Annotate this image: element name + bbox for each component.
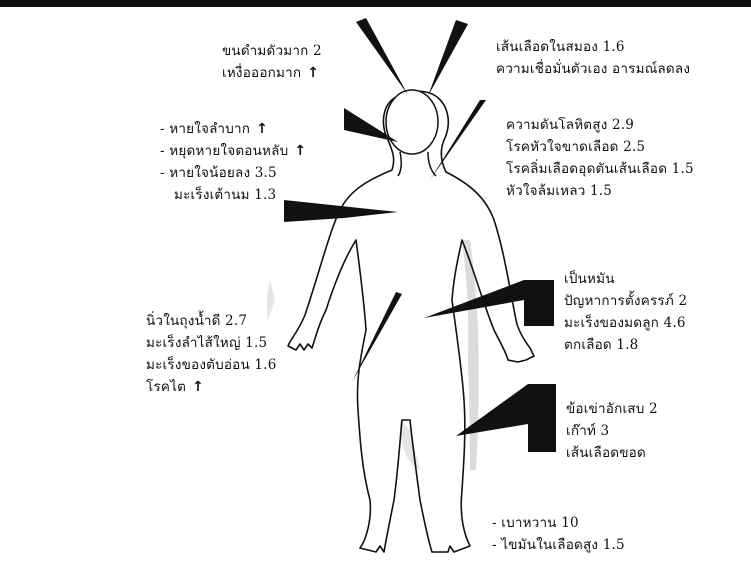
pointer-heart bbox=[430, 100, 486, 180]
label-joints: ข้อเข่าอักเสบ 2 เก๊าท์ 3 เส้นเลือดขอด bbox=[566, 398, 658, 464]
label-skin: ขนดำมดัวมาก 2 เหงื่อออกมาก↑ bbox=[222, 40, 322, 84]
label-metabolic: เบาหวาน 10 ไขมันในเลือดสูง 1.5 bbox=[492, 512, 625, 556]
label-lungs: หายใจลำบาก↑ หยุดหายใจตอนหลับ↑ หายใจน้อยล… bbox=[160, 118, 306, 206]
neck-outline bbox=[398, 152, 436, 176]
human-body-outline bbox=[288, 91, 534, 552]
label-line: ตกเลือด 1.8 bbox=[564, 334, 687, 356]
label-line: เบาหวาน 10 bbox=[492, 512, 625, 534]
label-digestive: นิ่วในถุงน้ำดี 2.7 มะเร็งลำไส้ใหญ่ 1.5 ม… bbox=[146, 310, 276, 398]
label-line: หัวใจล้มเหลว 1.5 bbox=[506, 180, 694, 202]
label-line: ขนดำมดัวมาก 2 bbox=[222, 40, 322, 62]
up-arrow-icon: ↑ bbox=[307, 65, 319, 81]
label-line: เหงื่อออกมาก↑ bbox=[222, 62, 322, 84]
label-line: หายใจน้อยลง 3.5 bbox=[160, 162, 306, 184]
label-line: เป็นหมัน bbox=[564, 268, 687, 290]
up-arrow-icon: ↑ bbox=[192, 379, 204, 395]
pointer-brain-left bbox=[356, 18, 408, 95]
label-line: ไขมันในเลือดสูง 1.5 bbox=[492, 534, 625, 556]
label-line: ปัญหาการตั้งครรภ์ 2 bbox=[564, 290, 687, 312]
label-line: หายใจลำบาก↑ bbox=[160, 118, 306, 140]
label-line: มะเร็งเต้านม 1.3 bbox=[160, 184, 306, 206]
label-line: โรคลิ่มเลือดอุดตันเส้นเลือด 1.5 bbox=[506, 158, 694, 180]
pointer-digestive bbox=[352, 292, 402, 382]
label-line: โรคหัวใจขาดเลือด 2.5 bbox=[506, 136, 694, 158]
label-line: มะเร็งลำไส้ใหญ่ 1.5 bbox=[146, 332, 276, 354]
label-line: โรคไต↑ bbox=[146, 376, 276, 398]
label-line: เส้นเลือดในสมอง 1.6 bbox=[496, 36, 690, 58]
head-outline bbox=[386, 90, 438, 154]
label-line: ความเชื่อมั่นตัวเอง อารมณ์ลดลง bbox=[496, 58, 690, 80]
pointer-brain-right bbox=[428, 20, 468, 96]
shading-speckles bbox=[267, 240, 479, 470]
up-arrow-icon: ↑ bbox=[294, 143, 306, 159]
label-line: เก๊าท์ 3 bbox=[566, 420, 658, 442]
pointer-wedges bbox=[284, 18, 556, 452]
up-arrow-icon: ↑ bbox=[256, 121, 268, 137]
label-line: นิ่วในถุงน้ำดี 2.7 bbox=[146, 310, 276, 332]
label-heart: ความดันโลหิตสูง 2.9 โรคหัวใจขาดเลือด 2.5… bbox=[506, 114, 694, 202]
label-line: เส้นเลือดขอด bbox=[566, 442, 658, 464]
label-line: ข้อเข่าอักเสบ 2 bbox=[566, 398, 658, 420]
label-line: มะเร็งของตับอ่อน 1.6 bbox=[146, 354, 276, 376]
label-line: ความดันโลหิตสูง 2.9 bbox=[506, 114, 694, 136]
label-brain: เส้นเลือดในสมอง 1.6 ความเชื่อมั่นตัวเอง … bbox=[496, 36, 690, 80]
label-line: หยุดหายใจตอนหลับ↑ bbox=[160, 140, 306, 162]
label-line: มะเร็งของมดลูก 4.6 bbox=[564, 312, 687, 334]
label-reproductive: เป็นหมัน ปัญหาการตั้งครรภ์ 2 มะเร็งของมด… bbox=[564, 268, 687, 356]
